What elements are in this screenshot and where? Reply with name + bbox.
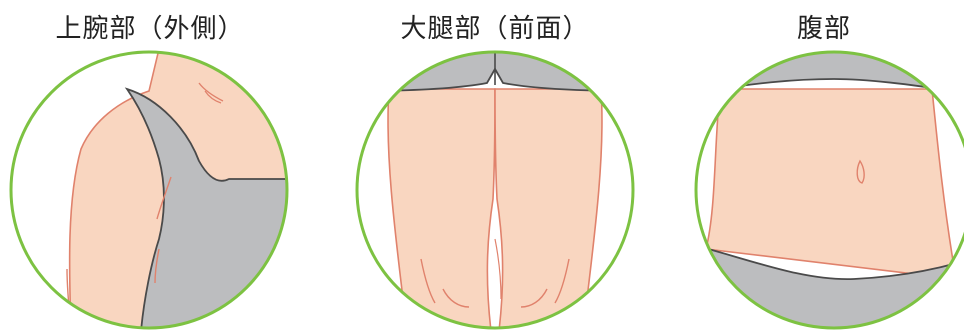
panel-label-upper-arm: 上腕部（外側） (0, 8, 300, 45)
panel-upper-arm: 上腕部（外側） (0, 0, 300, 331)
upper-arm-outer-illustration (9, 49, 289, 331)
panel-label-thigh: 大腿部（前面） (345, 8, 645, 45)
panel-label-abdomen: 腹部 (684, 8, 964, 45)
abdomen-illustration (694, 49, 964, 331)
panel-thigh: 大腿部（前面） (345, 0, 645, 331)
panel-abdomen: 腹部 (684, 0, 964, 331)
thigh-front-illustration (355, 49, 635, 331)
